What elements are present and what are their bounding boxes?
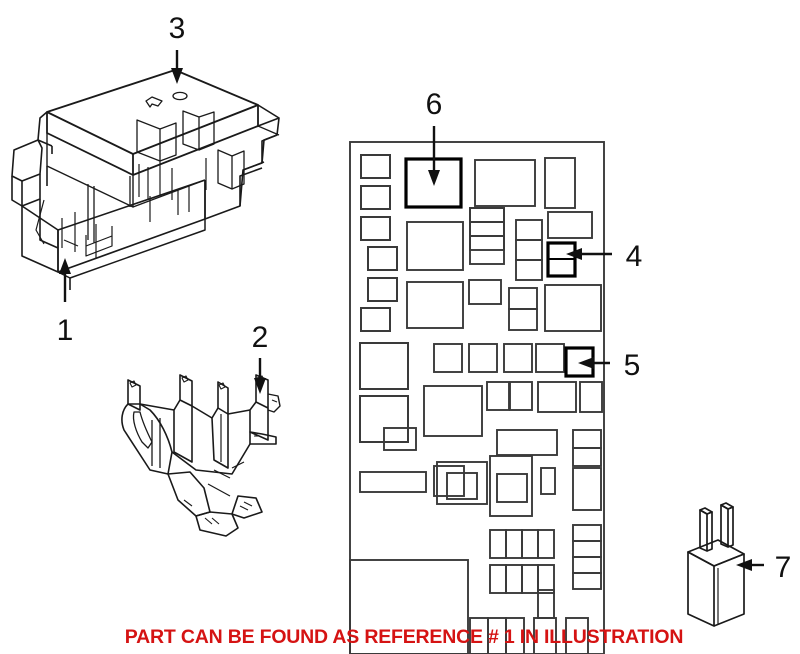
callout-label-3: 3 xyxy=(169,12,186,45)
reference-disclaimer-text: PART CAN BE FOUND AS REFERENCE # 1 IN IL… xyxy=(125,626,683,648)
mounting-bracket xyxy=(121,374,281,537)
callout-4-leader xyxy=(566,248,612,260)
fuse-panel-lower-left-block xyxy=(349,559,469,654)
fuse-panel-layout-diagram xyxy=(349,141,605,654)
callout-7-leader xyxy=(736,559,764,571)
callout-3-leader xyxy=(171,50,183,84)
callout-label-2: 2 xyxy=(252,321,269,354)
callout-leaders xyxy=(59,50,764,571)
fuse-panel-left-column xyxy=(359,154,409,443)
callout-1-leader xyxy=(59,258,71,302)
callout-label-1: 1 xyxy=(57,314,74,347)
fuse-box-cover xyxy=(37,69,259,176)
callout-labels: 1 2 3 4 5 6 7 xyxy=(57,12,792,584)
callout-6-leader xyxy=(428,126,440,186)
callout-label-4: 4 xyxy=(626,240,643,273)
callout-2-leader xyxy=(254,358,266,394)
callout-label-6: 6 xyxy=(426,88,443,121)
fuse-box-assembly xyxy=(11,69,280,290)
callout-5-leader xyxy=(578,357,610,369)
callout-label-7: 7 xyxy=(775,551,792,584)
callout-label-5: 5 xyxy=(624,349,641,382)
blade-fuse xyxy=(687,502,745,627)
fuse-panel-outline xyxy=(349,141,605,654)
